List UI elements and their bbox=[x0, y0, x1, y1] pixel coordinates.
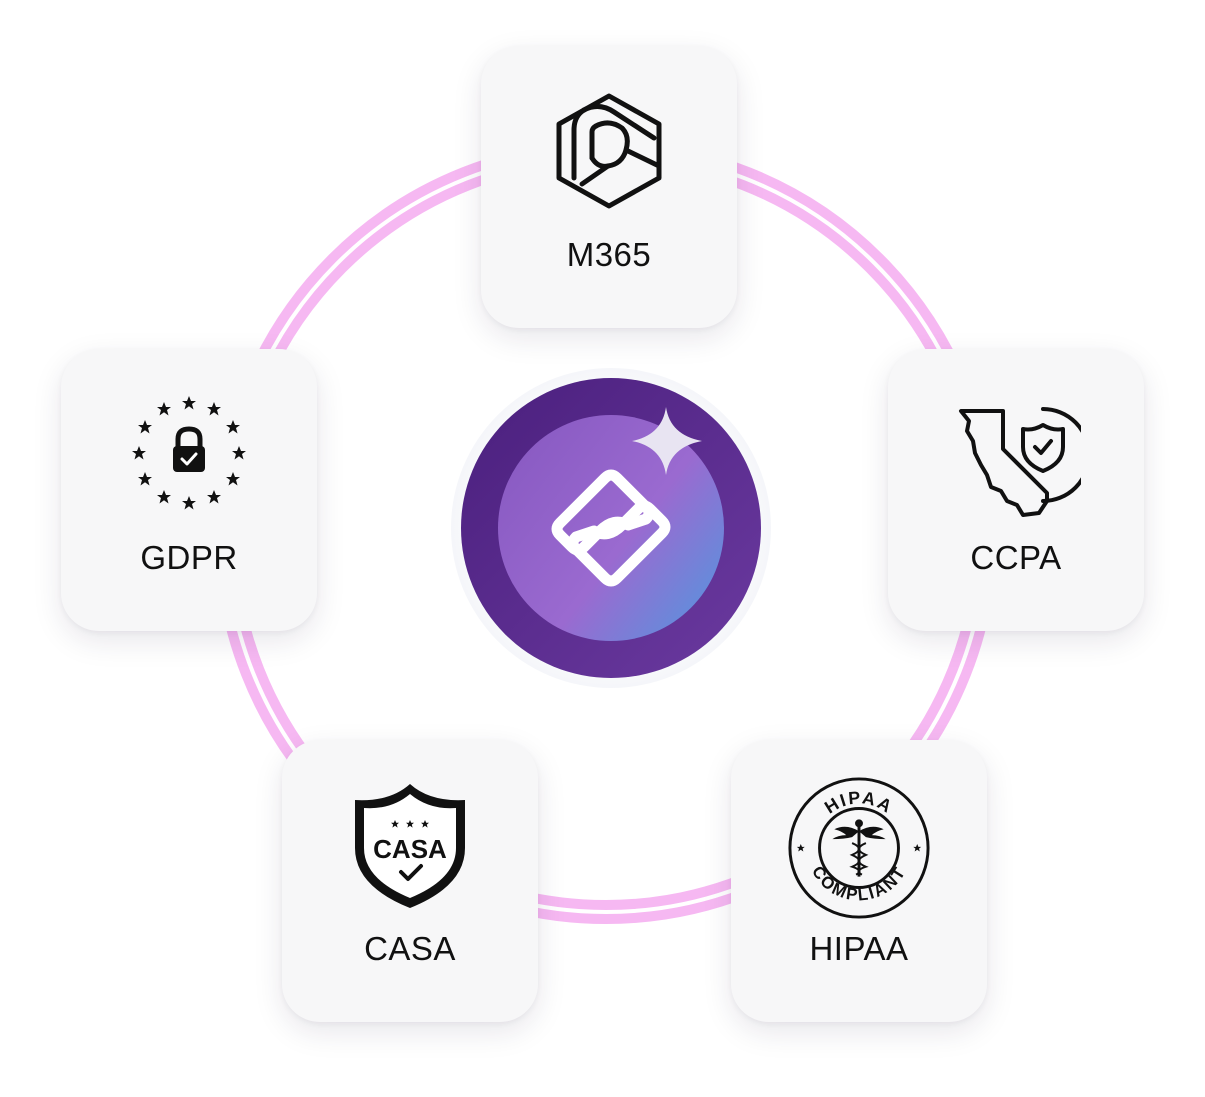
link-logo-icon bbox=[551, 469, 671, 587]
svg-text:HIPAA: HIPAA bbox=[821, 787, 897, 817]
sparkle-icon bbox=[632, 407, 702, 475]
caduceus-icon bbox=[832, 819, 886, 877]
hipaa-label: HIPAA bbox=[809, 930, 909, 967]
microsoft-365-icon bbox=[556, 93, 662, 209]
california-shield-icon bbox=[959, 407, 1081, 517]
ccpa-label: CCPA bbox=[970, 539, 1062, 576]
ccpa-card[interactable]: CCPA bbox=[888, 349, 1144, 631]
casa-label: CASA bbox=[364, 930, 456, 967]
central-hub-logo bbox=[451, 368, 771, 688]
casa-card[interactable]: CASA CASA bbox=[282, 740, 538, 1022]
eu-lock-icon bbox=[132, 396, 246, 510]
m365-card[interactable]: M365 bbox=[481, 46, 737, 328]
casa-badge-text: CASA bbox=[373, 834, 447, 864]
gdpr-card[interactable]: GDPR bbox=[61, 349, 317, 631]
casa-shield-icon: CASA bbox=[355, 784, 465, 908]
hipaa-seal-top: HIPAA bbox=[821, 787, 895, 817]
hipaa-card[interactable]: HIPAA COMPLIANT HIPAA bbox=[731, 740, 987, 1022]
gdpr-label: GDPR bbox=[140, 539, 238, 576]
m365-label: M365 bbox=[566, 236, 652, 273]
hipaa-seal-icon: HIPAA COMPLIANT bbox=[788, 777, 930, 919]
